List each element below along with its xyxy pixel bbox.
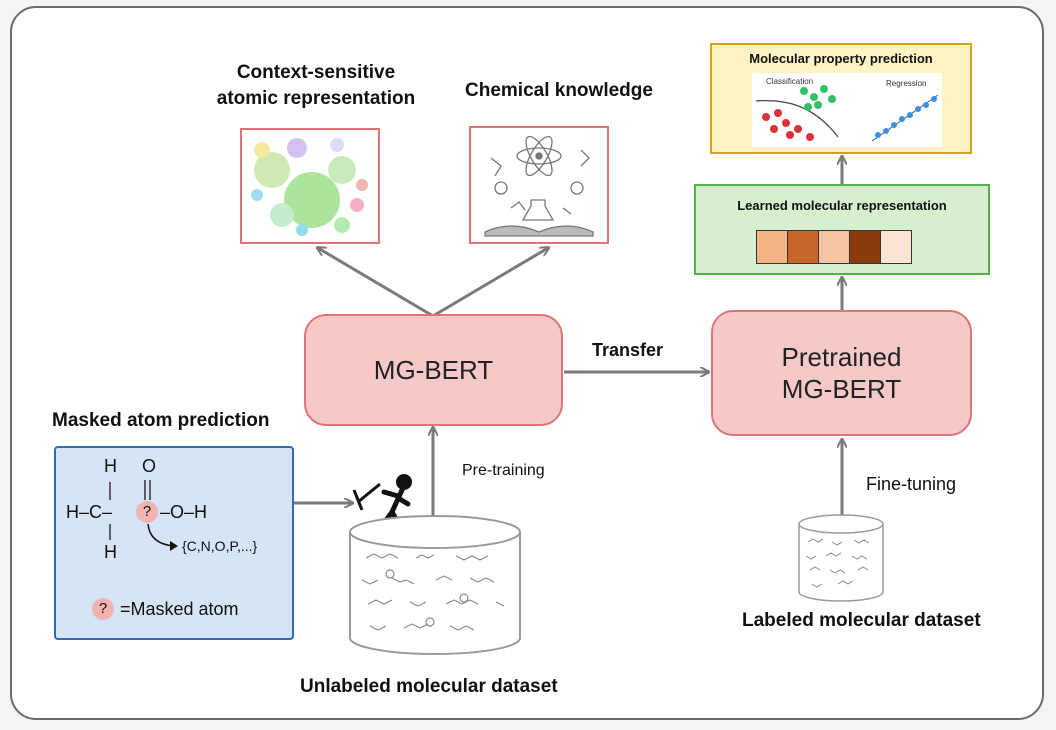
candidate-atoms: {C,N,O,P,...}: [182, 538, 258, 554]
representation-cell-1: [757, 231, 787, 263]
masked-atom-legend-text: =Masked atom: [120, 599, 239, 619]
hydrogen-bottom: H: [104, 542, 117, 562]
context-representation-title: Context-sensitive atomic representation: [196, 60, 436, 112]
context-title-line1: Context-sensitive: [236, 62, 396, 83]
chemical-knowledge-panel: [469, 126, 609, 244]
book-science-icon: [484, 135, 594, 237]
representation-cell-4: [849, 231, 880, 263]
chemical-knowledge-title: Chemical knowledge: [465, 80, 653, 101]
molecule-bonds: [109, 480, 178, 551]
hydrogen-carbon-left: H–C–: [66, 502, 113, 522]
representation-cell-3: [818, 231, 849, 263]
transfer-label: Transfer: [592, 340, 664, 360]
tsne-scatter-image: [251, 138, 368, 236]
context-title-line2: atomic representation: [216, 88, 416, 109]
arrow-to-context: [318, 248, 434, 318]
prediction-scatter-image: [755, 85, 939, 142]
masked-atom-box: H O H–C– ? –O–H H {C,N,O,P,...} ? =Maske…: [54, 446, 294, 640]
labeled-dataset-label: Labeled molecular dataset: [742, 610, 981, 631]
masked-atom-legend-marker: ?: [92, 598, 114, 620]
representation-cell-2: [787, 231, 818, 263]
representation-cell-5: [880, 231, 911, 263]
masked-atom-prediction-title: Masked atom prediction: [52, 410, 270, 431]
unlabeled-dataset-label: Unlabeled molecular dataset: [300, 676, 558, 697]
pretrained-label-line1: Pretrained: [781, 342, 902, 372]
arrow-to-chemical: [432, 248, 548, 318]
property-prediction-chart: Classification Regression: [752, 73, 942, 147]
pretrained-label-line2: MG-BERT: [781, 374, 902, 404]
oxygen-top: O: [142, 456, 157, 476]
representation-vector: [756, 230, 912, 264]
tsne-plot-panel: [240, 128, 380, 244]
hydrogen-top: H: [104, 456, 117, 476]
mgbert-box: MG-BERT: [304, 314, 563, 426]
fine-tuning-label: Fine-tuning: [866, 474, 957, 494]
classification-label: Classification: [766, 77, 814, 86]
masked-atom-marker: ?: [136, 501, 158, 523]
learned-representation-box: Learned molecular representation: [694, 184, 990, 275]
regression-label: Regression: [886, 79, 927, 88]
mgbert-label: MG-BERT: [373, 355, 494, 385]
oxygen-hydrogen-right: –O–H: [160, 502, 208, 522]
unlabeled-dataset-cylinder: [349, 515, 521, 655]
property-prediction-title: Molecular property prediction: [749, 51, 933, 66]
pretrained-mgbert-box: Pretrained MG-BERT: [711, 310, 972, 436]
pre-training-label: Pre-training: [462, 462, 545, 479]
labeled-dataset-cylinder: [798, 514, 884, 602]
learned-representation-title: Learned molecular representation: [737, 198, 947, 213]
property-prediction-box: Molecular property prediction Classifica…: [710, 43, 972, 154]
